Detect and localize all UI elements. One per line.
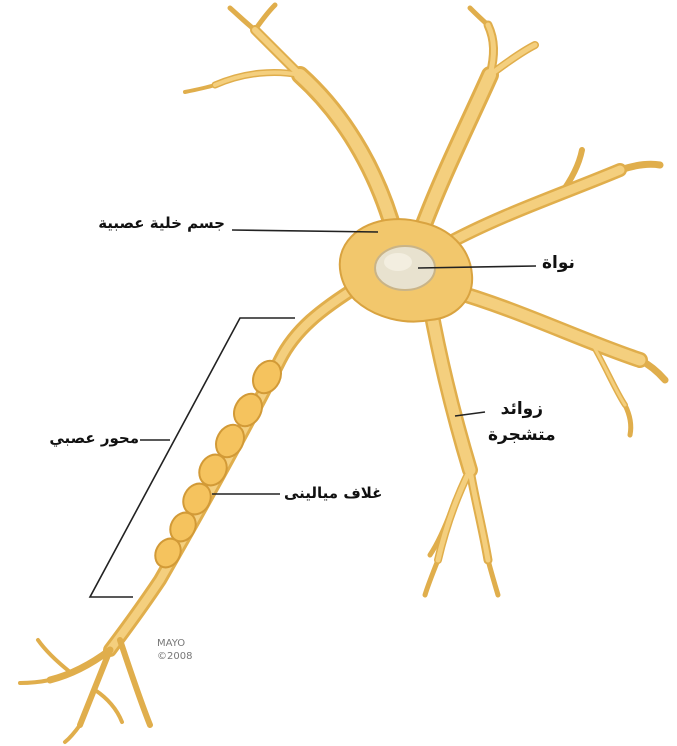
- neuron: [20, 5, 665, 742]
- label-axon: محور عصبي: [49, 429, 139, 447]
- label-dendrites-line2: متشجرة: [488, 422, 556, 448]
- myelin-sheath: [150, 356, 286, 572]
- copyright-line1: MAYO: [157, 637, 192, 650]
- label-dendrites-line1: زوائد: [488, 396, 556, 422]
- label-myelin-sheath: غلاف ميالينى: [284, 484, 382, 502]
- copyright-notice: MAYO ©2008: [157, 637, 192, 663]
- label-nucleus: نواة: [542, 253, 575, 273]
- axon-bracket: [90, 318, 295, 597]
- axon-terminals: [20, 640, 150, 742]
- label-dendrites: زوائد متشجرة: [488, 396, 556, 448]
- label-cell-body: جسم خلية عصبية: [98, 214, 225, 232]
- leader-cell-body: [232, 230, 378, 232]
- copyright-line2: ©2008: [157, 650, 192, 663]
